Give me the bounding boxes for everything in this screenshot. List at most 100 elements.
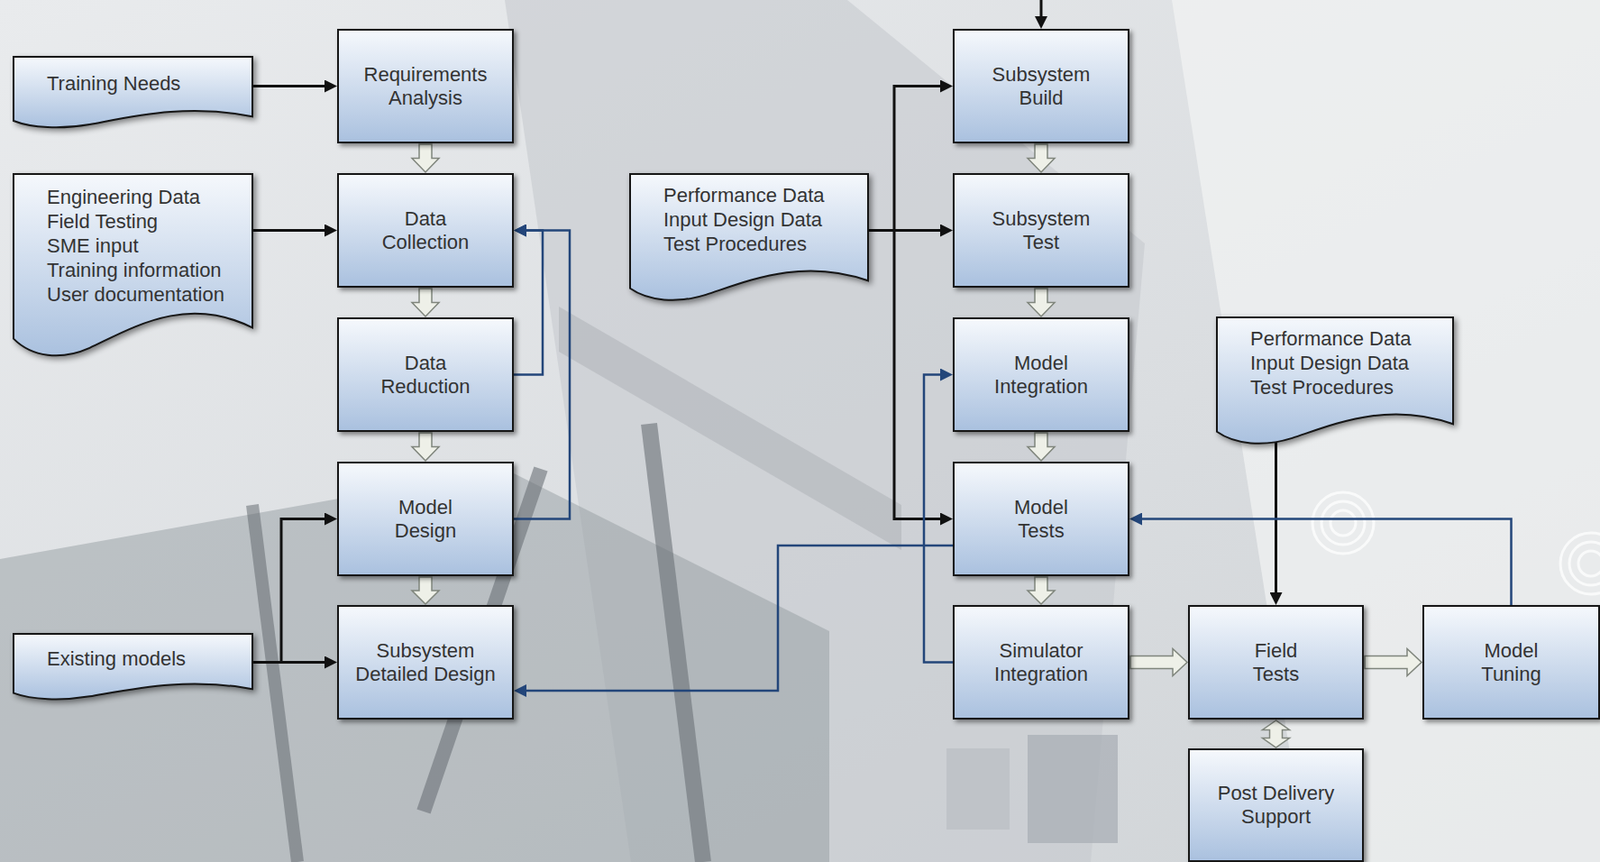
text-group: Training Needs (12, 55, 254, 96)
box-label: Data Reduction (360, 351, 492, 399)
text-group: Performance DataInput Design DataTest Pr… (1216, 316, 1454, 400)
block-arrow (1262, 720, 1290, 748)
flow-arrow (253, 228, 330, 232)
text-group: Existing models (12, 632, 254, 671)
box-label: Field Tests (1235, 639, 1317, 686)
document-shape: Engineering DataField TestingSME inputTr… (12, 173, 254, 357)
document-text: Existing models (46, 646, 243, 671)
document-text: Test Procedures (1250, 374, 1444, 400)
text-group: Subsystem Test (976, 207, 1107, 255)
text-group: Subsystem Detailed Design (348, 639, 503, 686)
box-label: Subsystem Test (976, 207, 1107, 255)
document-text: SME input (46, 233, 243, 258)
simulator-base (0, 468, 830, 862)
process-box: Subsystem Test (952, 173, 1130, 288)
document-text: Test Procedures (663, 231, 859, 256)
flow-arrow (253, 519, 330, 663)
process-box: Post Delivery Support (1188, 748, 1364, 862)
process-box: Model Design (337, 461, 514, 576)
document-text: Training information (46, 257, 243, 283)
text-group: Post Delivery Support (1208, 781, 1344, 829)
block-arrow (1027, 288, 1055, 317)
block-arrow (1027, 144, 1055, 173)
flow-arrow (253, 84, 330, 88)
feedback-line (1136, 519, 1512, 606)
flow-arrow (1274, 435, 1278, 598)
document-text: Engineering Data (46, 184, 243, 210)
flow-arrow (253, 660, 330, 664)
monitor (946, 748, 1010, 830)
feedback-line (923, 374, 953, 663)
room-wall (1171, 0, 1600, 862)
box-label: Model Tuning (1462, 639, 1562, 686)
document-outline-path (1216, 317, 1454, 444)
process-box: Simulator Integration (952, 604, 1130, 720)
block-arrow (1364, 649, 1422, 677)
flow-arrow (868, 86, 946, 231)
document-text: Performance Data (1250, 326, 1444, 351)
block-arrow (1027, 432, 1055, 461)
document-shape: Performance DataInput Design DataTest Pr… (1216, 316, 1454, 445)
document-text: Field Testing (46, 209, 243, 234)
text-group: Subsystem Build (976, 63, 1107, 110)
block-arrow (411, 144, 439, 173)
text-group: Engineering DataField TestingSME inputTr… (12, 173, 254, 307)
process-box: Model Tuning (1422, 604, 1600, 720)
box-label: Model Tests (996, 495, 1087, 543)
text-group: Requirements Analysis (360, 63, 492, 110)
block-arrow (411, 432, 439, 461)
block-arrow (411, 288, 439, 317)
document-text: User documentation (46, 282, 243, 307)
text-group: Model Design (375, 495, 476, 543)
document-shape: Performance DataInput Design DataTest Pr… (629, 173, 869, 302)
incoming-arrow (1040, 0, 1043, 22)
simulator-ramp (558, 306, 902, 550)
monitor (1027, 734, 1118, 843)
document-outline-path (630, 173, 869, 301)
actuator-leg (649, 423, 704, 862)
box-label: Requirements Analysis (360, 63, 492, 110)
box-label: Model Integration (976, 351, 1107, 399)
text-group: Data Reduction (360, 351, 492, 399)
document-outline-path (13, 633, 253, 699)
text-group: Model Tests (996, 495, 1087, 543)
text-group: Simulator Integration (976, 639, 1107, 686)
text-group: Data Collection (360, 207, 492, 255)
process-box: Subsystem Detailed Design (337, 604, 514, 720)
process-box: Requirements Analysis (337, 28, 514, 144)
actuator-leg (252, 504, 298, 862)
text-group: Field Tests (1235, 639, 1317, 686)
feedback-line (513, 230, 543, 375)
process-box: Model Integration (952, 317, 1130, 432)
process-box: Data Reduction (337, 317, 514, 432)
process-box: Data Collection (337, 173, 514, 288)
block-arrow (411, 576, 439, 604)
document-outline-path (13, 56, 253, 128)
ceiling-light (1312, 492, 1600, 595)
text-group: Model Tuning (1462, 639, 1562, 686)
document-shape: Training Needs (12, 55, 254, 128)
document-text: Performance Data (663, 182, 859, 208)
document-outline-path (13, 173, 253, 356)
document-shape: Existing models (12, 632, 254, 700)
text-group: Performance DataInput Design DataTest Pr… (629, 173, 869, 256)
document-text: Input Design Data (1250, 350, 1444, 375)
box-label: Model Design (375, 495, 476, 543)
process-box: Subsystem Build (952, 28, 1130, 144)
box-label: Simulator Integration (976, 639, 1107, 686)
box-label: Subsystem Build (976, 63, 1107, 110)
block-arrow (1027, 576, 1055, 604)
process-box: Field Tests (1188, 604, 1364, 720)
box-label: Data Collection (360, 207, 492, 255)
box-label: Subsystem Detailed Design (348, 639, 503, 686)
document-text: Input Design Data (663, 207, 859, 232)
feedback-line (521, 545, 953, 691)
document-text: Training Needs (46, 71, 243, 96)
box-label: Post Delivery Support (1208, 781, 1344, 829)
text-group: Model Integration (976, 351, 1107, 399)
block-arrow (1130, 649, 1188, 677)
